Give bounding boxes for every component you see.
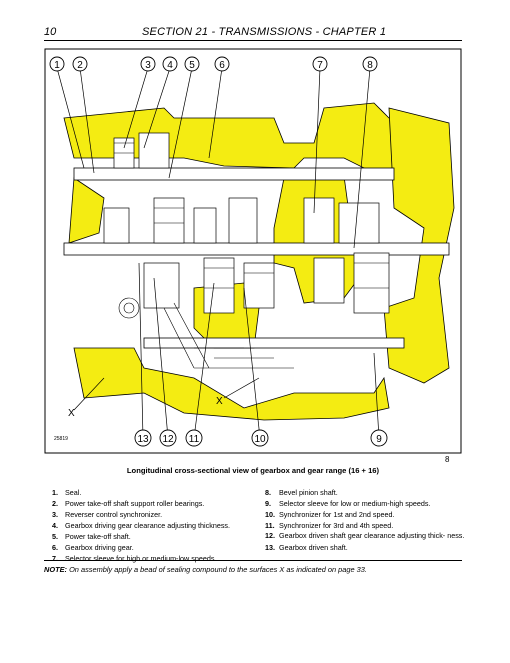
callout-2: 2 (72, 56, 88, 72)
legend-item: 1.Seal. (52, 488, 82, 497)
legend-item: 4.Gearbox driving gear clearance adjusti… (52, 521, 231, 530)
callout-10: 10 (251, 429, 269, 447)
svg-text:1: 1 (54, 60, 60, 71)
svg-text:7: 7 (317, 60, 323, 71)
svg-text:10: 10 (254, 434, 266, 445)
legend-item: 6.Gearbox driving gear. (52, 543, 134, 552)
legend-item: 12.Gearbox driven shaft gear clearance a… (265, 531, 465, 540)
svg-text:8: 8 (367, 60, 373, 71)
note-label: NOTE: (44, 565, 67, 574)
svg-text:5: 5 (189, 60, 195, 71)
callout-5: 5 (184, 56, 200, 72)
legend-item: 13.Gearbox driven shaft. (265, 543, 348, 552)
callout-9: 9 (370, 429, 388, 447)
legend-item: 2.Power take-off shaft support roller be… (52, 499, 205, 508)
callout-3: 3 (140, 56, 156, 72)
callout-8: 8 (362, 56, 378, 72)
legend-item: 10.Synchronizer for 1st and 2nd speed. (265, 510, 395, 519)
svg-text:3: 3 (145, 60, 151, 71)
figure-number: 8 (445, 455, 450, 464)
note-rule (44, 560, 462, 561)
gearbox-drawing: 1 2 3 4 5 6 7 8 13 12 11 10 9 X X 25819 (44, 48, 462, 454)
svg-text:2: 2 (77, 60, 83, 71)
gearbox-cross-section-figure: 1 2 3 4 5 6 7 8 13 12 11 10 9 X X 25819 (44, 48, 462, 454)
section-title: SECTION 21 - TRANSMISSIONS - CHAPTER 1 (142, 26, 387, 38)
svg-text:6: 6 (219, 60, 225, 71)
svg-text:13: 13 (137, 434, 149, 445)
svg-text:11: 11 (189, 434, 200, 445)
legend-item: 8.Bevel pinion shaft. (265, 488, 338, 497)
callout-7: 7 (312, 56, 328, 72)
callout-4: 4 (162, 56, 178, 72)
svg-text:12: 12 (162, 434, 174, 445)
callout-11: 11 (185, 429, 203, 447)
svg-text:9: 9 (376, 434, 382, 445)
figure-caption: Longitudinal cross-sectional view of gea… (126, 466, 380, 475)
callout-1: 1 (49, 56, 65, 72)
legend-left: 1.Seal. 2.Power take-off shaft support r… (52, 487, 252, 564)
assembly-note: NOTE: On assembly apply a bead of sealin… (44, 565, 462, 574)
callout-13: 13 (134, 429, 152, 447)
legend-item: 9.Selector sleeve for low or medium-high… (265, 499, 431, 508)
svg-text:4: 4 (167, 60, 173, 71)
legend-item: 5.Power take-off shaft. (52, 532, 131, 541)
legend-item: 11.Synchronizer for 3rd and 4th speed. (265, 521, 394, 530)
legend-item: 7.Selector sleeve for high or medium-low… (52, 554, 217, 563)
header-rule (44, 40, 462, 41)
callout-12: 12 (159, 429, 177, 447)
surface-label-x-right: X (216, 396, 223, 407)
page-header: 10 SECTION 21 - TRANSMISSIONS - CHAPTER … (44, 26, 462, 42)
surface-label-x-left: X (68, 408, 75, 419)
note-text: On assembly apply a bead of sealing comp… (69, 565, 367, 574)
image-code: 25819 (54, 436, 68, 442)
callout-6: 6 (214, 56, 230, 72)
page-number: 10 (44, 26, 57, 38)
legend-item: 3.Reverser control synchronizer. (52, 510, 163, 519)
legend-right: 8.Bevel pinion shaft. 9.Selector sleeve … (265, 487, 465, 553)
